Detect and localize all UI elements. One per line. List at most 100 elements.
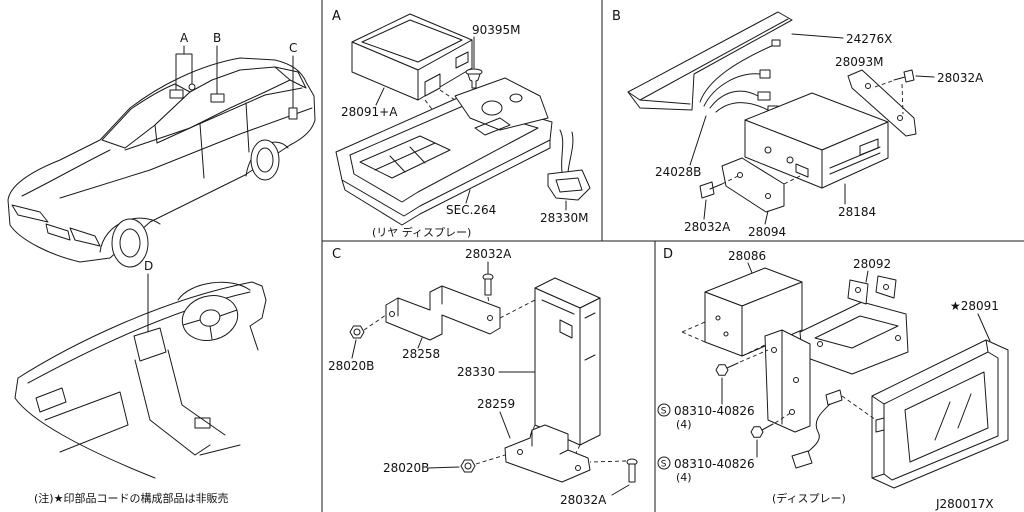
screw-lower-head (750, 426, 764, 438)
display-side-tab (875, 417, 885, 433)
car-rear-wheel (250, 139, 280, 181)
bracket-28093m (847, 69, 917, 137)
bracket-28094-hole-1 (737, 172, 743, 178)
marker-c-location-box (288, 107, 298, 120)
dashboard-vent (35, 387, 67, 413)
panel-d-caption: (ディスプレー) (772, 491, 846, 505)
console-lamp-lens (481, 100, 503, 116)
label-28330m: 28330M (540, 211, 589, 225)
label-28259: 28259 (477, 397, 515, 411)
rear-display-tab-side (455, 51, 469, 69)
bracket-28093m-body (847, 69, 917, 137)
marker-d: D (144, 259, 153, 273)
leader-28094 (764, 210, 769, 225)
bracket-28259 (504, 424, 591, 483)
unit-28086-hole-2 (723, 331, 729, 337)
marker-b-location-box (210, 93, 225, 103)
label-28091: ★28091 (950, 299, 999, 313)
connector-dashes (841, 395, 877, 421)
cable-plug-4 (771, 39, 781, 47)
lamp-body (547, 169, 591, 201)
leader-28259 (499, 411, 511, 439)
instrument-cluster-hood (177, 281, 251, 301)
gear-shifter (194, 417, 211, 429)
label-28094: 28094 (748, 225, 786, 239)
label-08310-40826-upper: 08310-40826 (674, 404, 755, 418)
qty-lower: (4) (676, 471, 692, 484)
screw-right-shaft (893, 76, 906, 81)
screw-lower (750, 423, 774, 438)
nut-lower-dashes (475, 454, 506, 465)
unit-28184-connector-3 (795, 163, 809, 178)
panel-dividers (321, 0, 1024, 512)
nut-28020b-left (349, 325, 365, 339)
display-glare-lines (934, 393, 972, 441)
label-90395m: 90395M (472, 23, 521, 37)
panel-c: C 28032A 28258 28020B (328, 247, 638, 507)
screw-bottom-dashes (589, 460, 627, 463)
unit-28184 (744, 92, 889, 189)
rear-display-rim (361, 19, 463, 63)
console-slot (474, 117, 511, 136)
leader-28091a (375, 87, 385, 106)
unit-28330-connector (559, 319, 573, 339)
marker-c-group: C (288, 41, 298, 120)
bracket-28092-hole-2 (883, 284, 889, 290)
label-28093m: 28093M (835, 55, 884, 69)
display-screen (904, 371, 989, 463)
qty-upper: (4) (676, 418, 692, 431)
panel-b-letter: B (612, 9, 621, 24)
screw-top-shaft (484, 278, 492, 296)
display-edges (871, 339, 989, 479)
car-rear-window (274, 66, 307, 89)
label-28092: 28092 (853, 257, 891, 271)
panel-d-letter: D (663, 247, 673, 262)
unit-28086-hole-1 (715, 315, 721, 321)
screw-28032a-bottom (626, 458, 638, 483)
bracket-28259-hole-1 (517, 449, 523, 455)
center-console (134, 349, 241, 456)
console-grid-lines (374, 142, 436, 173)
car-side-windows (154, 66, 291, 144)
leader-28020b-lower (427, 466, 460, 469)
marker-a-leader (175, 45, 193, 91)
leader-28092 (865, 270, 869, 283)
car-body (7, 57, 316, 263)
bracket-28092-hole-4 (895, 335, 901, 341)
panel-c-letter: C (332, 247, 341, 262)
harness-plate (627, 11, 793, 111)
screw-bottom-shaft (628, 463, 636, 483)
unit-28330-details (541, 299, 596, 361)
rear-display-unit (351, 13, 473, 101)
unit-28086-side (741, 281, 803, 357)
panel-a: A 90395M 28091+A SEC.2 (332, 9, 591, 239)
car-rear-hub (256, 147, 274, 173)
marker-a-location-box (169, 89, 184, 99)
car-front-hub (119, 228, 141, 258)
console-compartment (359, 135, 451, 179)
screw-right-dashes (871, 80, 904, 115)
unit-28330-side (579, 297, 601, 446)
nut-left-bore (353, 328, 361, 336)
label-sec264: SEC.264 (446, 203, 496, 217)
marker-a-location-dot (188, 83, 196, 91)
side-bracket-body (764, 329, 811, 433)
bracket-28258-hole-2 (487, 315, 493, 321)
screw-lower-dashes (774, 411, 793, 424)
car-grille (45, 223, 71, 241)
panel-b: B 24276X 24028B 28184 (612, 9, 984, 239)
bracket-28093m-hole-1 (865, 83, 871, 89)
leader-28091 (977, 313, 991, 342)
dashboard-illustration: D (14, 259, 267, 479)
connector-plug (825, 389, 843, 406)
screw-left-head (699, 181, 715, 199)
marker-a-group: A (169, 31, 196, 99)
label-28258: 28258 (402, 347, 440, 361)
label-28032a-left: 28032A (684, 220, 731, 234)
marker-b-group: B (210, 31, 225, 103)
bracket-28259-bends (531, 429, 569, 455)
steering-hub (199, 309, 221, 327)
nut-lower-hex (460, 459, 476, 473)
cable-plug-2 (757, 91, 771, 101)
display-28091 (871, 339, 1009, 489)
